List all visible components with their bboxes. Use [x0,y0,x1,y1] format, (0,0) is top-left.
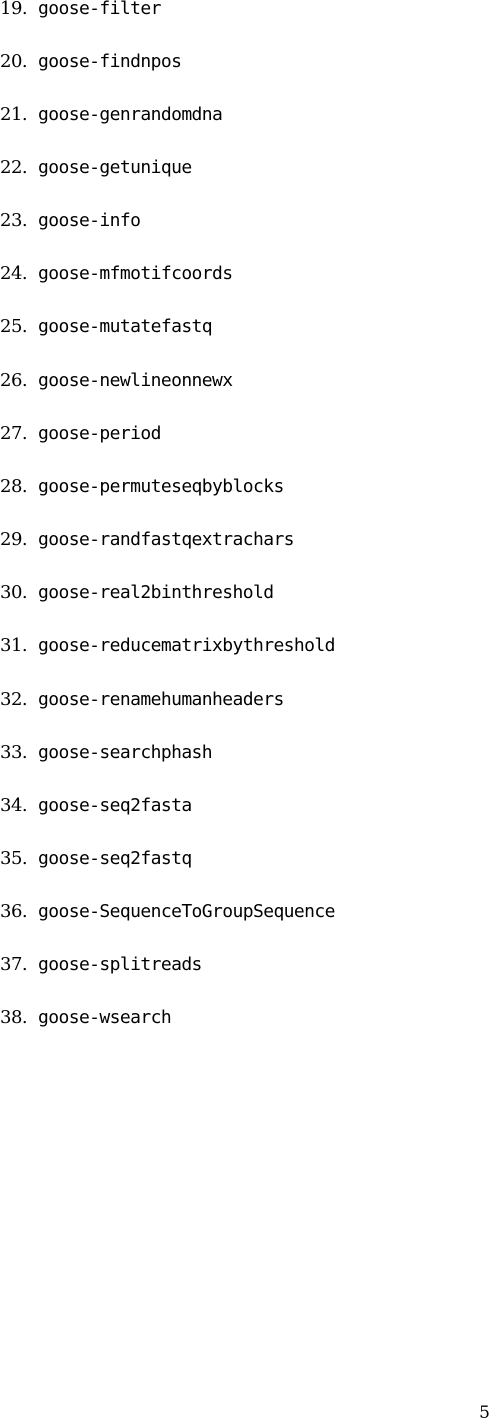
item-number: 20. [0,51,28,72]
item-number: 36. [0,901,28,922]
item-number: 23. [0,210,28,231]
item-number: 29. [0,529,28,550]
item-number: 26. [0,370,28,391]
item-number: 33. [0,742,28,763]
program-name: goose-wsearch [38,1007,172,1028]
item-number: 28. [0,476,28,497]
program-name: goose-genrandomdna [38,104,223,125]
program-name: goose-searchphash [38,742,213,763]
program-name: goose-mutatefastq [38,316,213,337]
item-number: 30. [0,582,28,603]
program-name: goose-real2binthreshold [38,582,274,603]
program-name: goose-reducematrixbythreshold [38,635,335,656]
program-name: goose-splitreads [38,954,202,975]
program-name: goose-SequenceToGroupSequence [38,901,335,922]
program-name: goose-seq2fasta [38,795,192,816]
program-name: goose-getunique [38,157,192,178]
program-name: goose-newlineonnewx [38,370,233,391]
item-number: 32. [0,689,28,710]
program-name: goose-seq2fastq [38,848,192,869]
item-number: 37. [0,954,28,975]
program-name: goose-info [38,210,141,231]
program-name: goose-period [38,423,161,444]
program-name: goose-findnpos [38,51,182,72]
item-number: 21. [0,104,28,125]
item-number: 31. [0,635,28,656]
program-name: goose-filter [38,0,161,19]
item-number: 22. [0,157,28,178]
item-number: 38. [0,1007,28,1028]
program-name: goose-randfastqextrachars [38,529,295,550]
item-number: 25. [0,316,28,337]
program-name: goose-mfmotifcoords [38,263,233,284]
program-name: goose-renamehumanheaders [38,689,284,710]
page-number: 5 [479,1403,490,1423]
program-name: goose-permuteseqbyblocks [38,476,284,497]
item-number: 35. [0,848,28,869]
item-number: 19. [0,0,28,19]
item-number: 24. [0,263,28,284]
item-number: 27. [0,423,28,444]
item-number: 34. [0,795,28,816]
